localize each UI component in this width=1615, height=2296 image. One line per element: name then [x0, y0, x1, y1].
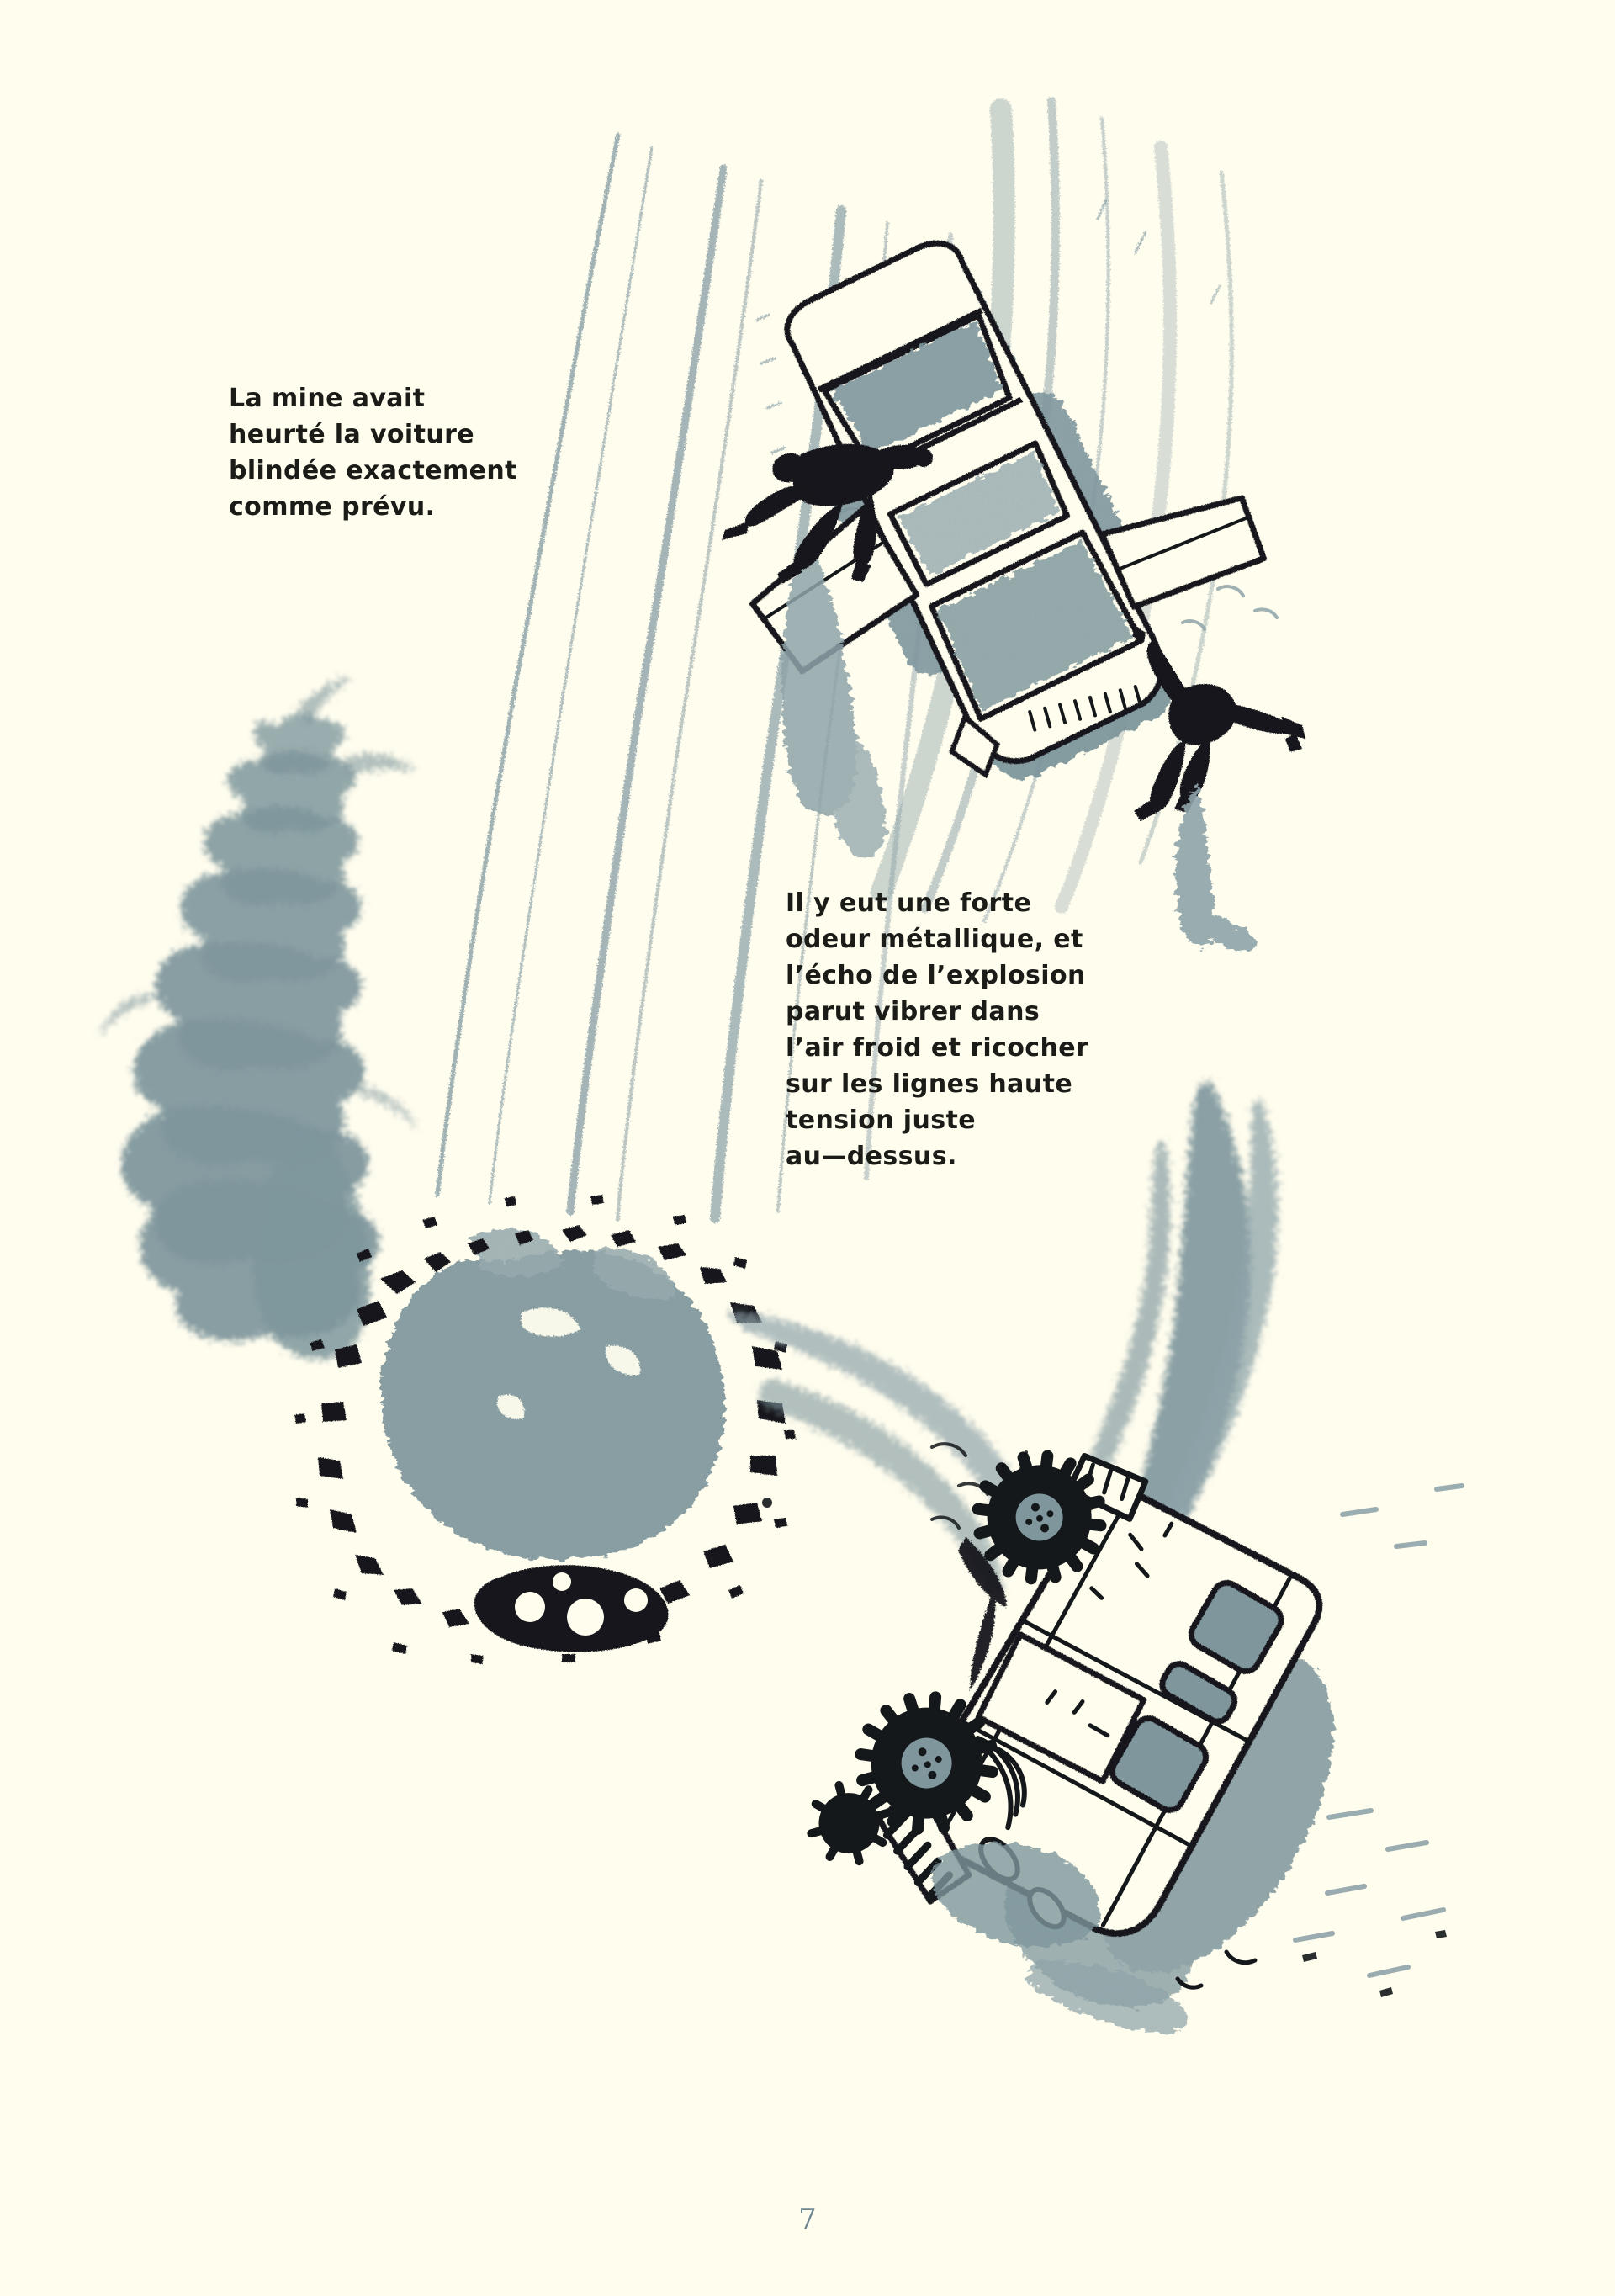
- blast-crater: [294, 1195, 796, 1664]
- caption-text-block-1: La mine avait heurté la voiture blindée …: [229, 384, 517, 522]
- truck-tyre-front: [972, 1450, 1107, 1585]
- figure-running-right: [1132, 626, 1305, 821]
- caption-text-block-2: Il y eut une forte odeur métallique, et …: [786, 888, 1089, 1171]
- figure-running-left: [722, 443, 933, 584]
- ground-arc-marks: [1175, 1949, 1258, 1990]
- ground-scatter-marks: [1293, 1483, 1464, 1978]
- truck-tyre-rear: [855, 1691, 998, 1835]
- car-shadow: [781, 538, 886, 858]
- ground-scatter-dots: [762, 1498, 1447, 1997]
- smoke-column-left: [252, 1127, 370, 1360]
- page-number: 7: [798, 2203, 817, 2236]
- armored-truck-wreck: [807, 1450, 1334, 2007]
- truck-ground-wash: [932, 1843, 1187, 2034]
- figure-shadow: [1176, 782, 1256, 953]
